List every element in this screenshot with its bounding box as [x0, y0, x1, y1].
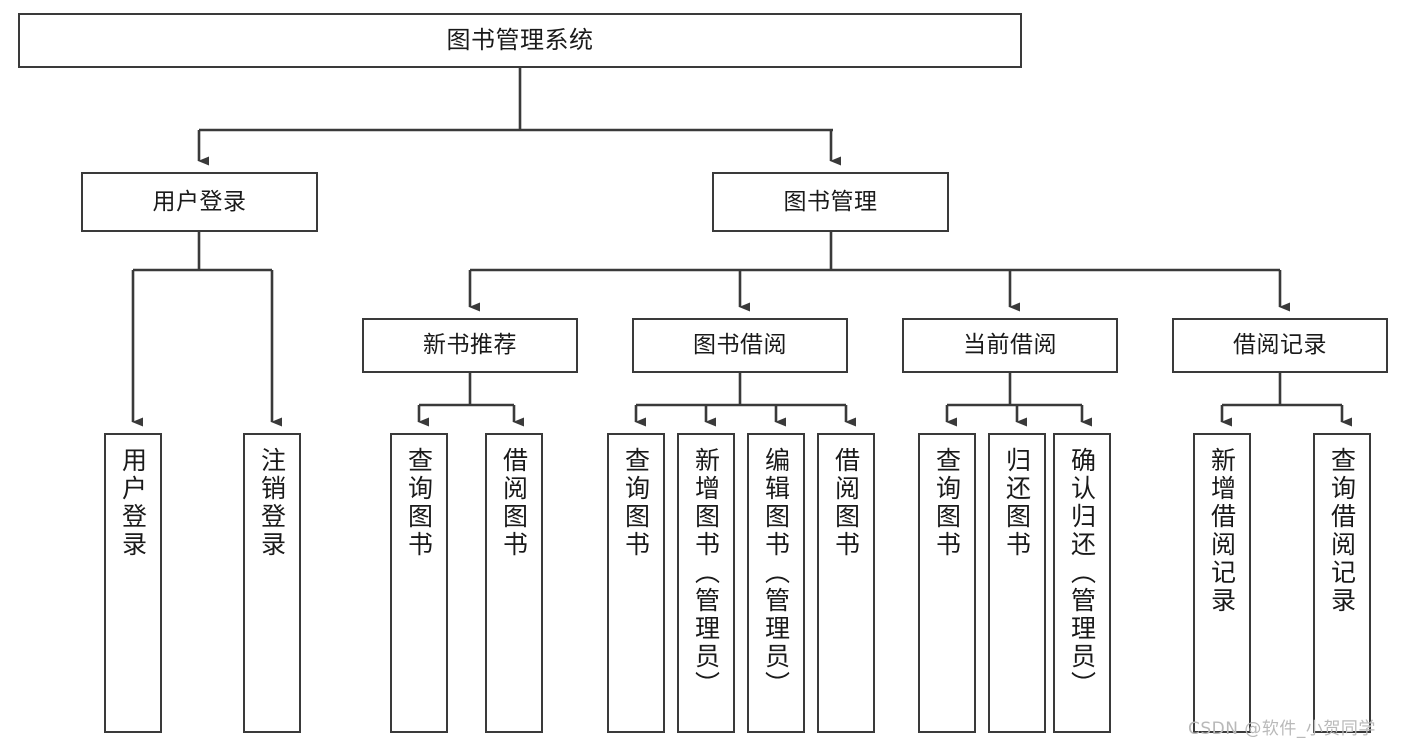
node-leaf-borrow-book-2-label: 借阅图书 — [831, 447, 861, 559]
node-borrow-record[interactable]: 借阅记录 — [1172, 318, 1388, 373]
node-book-manage-label: 图书管理 — [783, 188, 878, 215]
node-new-book-recommend[interactable]: 新书推荐 — [362, 318, 578, 373]
node-borrow-record-label: 借阅记录 — [1233, 332, 1327, 359]
node-leaf-borrow-book-1[interactable]: 借阅图书 — [485, 433, 543, 733]
node-current-borrow[interactable]: 当前借阅 — [902, 318, 1118, 373]
node-leaf-add-borrow-record-label: 新增借阅记录 — [1207, 447, 1237, 615]
node-leaf-user-login-label: 用户登录 — [118, 447, 148, 559]
node-leaf-return-book-label: 归还图书 — [1002, 447, 1032, 559]
node-leaf-borrow-book-2[interactable]: 借阅图书 — [817, 433, 875, 733]
node-leaf-borrow-book-1-label: 借阅图书 — [499, 447, 529, 559]
node-user-login-label: 用户登录 — [152, 188, 247, 215]
node-current-borrow-label: 当前借阅 — [963, 332, 1057, 359]
node-leaf-query-borrow-record[interactable]: 查询借阅记录 — [1313, 433, 1371, 733]
node-leaf-logout-label: 注销登录 — [257, 447, 287, 559]
node-leaf-return-book[interactable]: 归还图书 — [988, 433, 1046, 733]
node-leaf-confirm-return-label: 确认归还（管理员） — [1067, 447, 1097, 699]
node-root-label: 图书管理系统 — [446, 25, 594, 54]
csdn-watermark: CSDN @软件_小贺同学 — [1188, 719, 1376, 739]
node-leaf-query-book-1[interactable]: 查询图书 — [390, 433, 448, 733]
node-leaf-query-book-2-label: 查询图书 — [621, 447, 651, 559]
node-leaf-query-book-3[interactable]: 查询图书 — [918, 433, 976, 733]
node-leaf-query-book-2[interactable]: 查询图书 — [607, 433, 665, 733]
node-root-system[interactable]: 图书管理系统 — [18, 13, 1022, 68]
node-leaf-query-book-3-label: 查询图书 — [932, 447, 962, 559]
node-leaf-add-borrow-record[interactable]: 新增借阅记录 — [1193, 433, 1251, 733]
node-leaf-edit-book-label: 编辑图书（管理员） — [761, 447, 791, 699]
node-leaf-edit-book[interactable]: 编辑图书（管理员） — [747, 433, 805, 733]
node-leaf-confirm-return[interactable]: 确认归还（管理员） — [1053, 433, 1111, 733]
node-leaf-logout[interactable]: 注销登录 — [243, 433, 301, 733]
node-leaf-query-book-1-label: 查询图书 — [404, 447, 434, 559]
node-leaf-user-login[interactable]: 用户登录 — [104, 433, 162, 733]
node-book-borrow-label: 图书借阅 — [693, 332, 787, 359]
node-book-manage[interactable]: 图书管理 — [712, 172, 949, 232]
node-user-login[interactable]: 用户登录 — [81, 172, 318, 232]
node-book-borrow[interactable]: 图书借阅 — [632, 318, 848, 373]
node-leaf-add-book-label: 新增图书（管理员） — [691, 447, 721, 699]
node-leaf-add-book[interactable]: 新增图书（管理员） — [677, 433, 735, 733]
node-leaf-query-borrow-record-label: 查询借阅记录 — [1327, 447, 1357, 615]
node-new-book-recommend-label: 新书推荐 — [423, 332, 517, 359]
